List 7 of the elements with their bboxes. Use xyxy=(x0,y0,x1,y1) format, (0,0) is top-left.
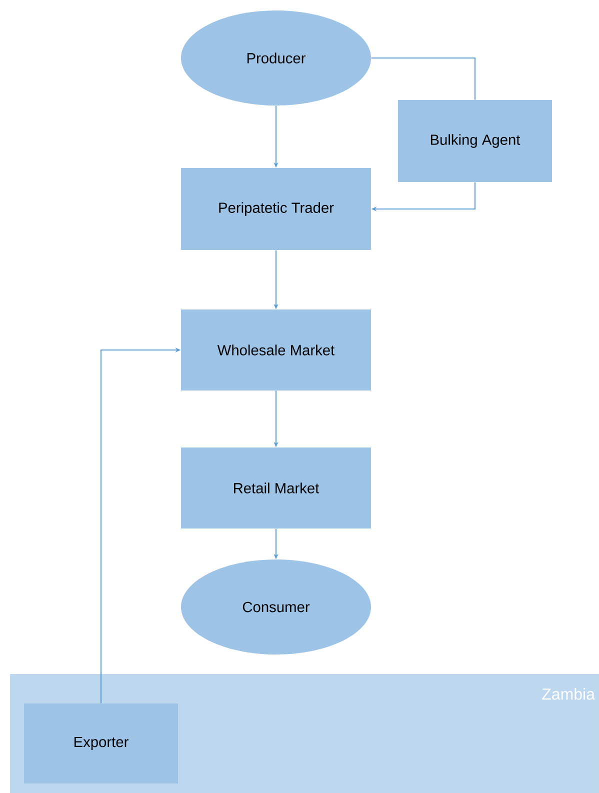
process-box: Retail Market xyxy=(181,448,371,528)
process-box: Bulking Agent xyxy=(398,100,552,182)
process-box: Exporter xyxy=(24,704,178,784)
ellipse-node: Producer xyxy=(181,10,371,106)
ellipse-node: Consumer xyxy=(181,560,371,654)
process-box: Wholesale Market xyxy=(181,310,371,390)
process-box: Peripatetic Trader xyxy=(181,168,371,250)
